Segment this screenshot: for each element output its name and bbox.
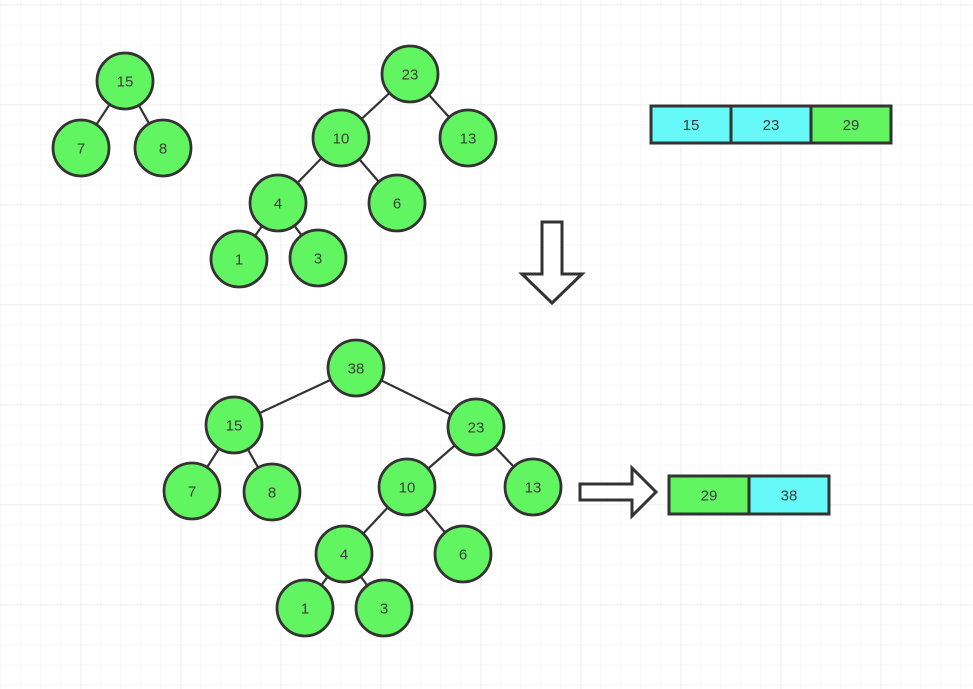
node-circle[interactable]	[242, 462, 302, 522]
node-circle[interactable]	[377, 457, 437, 517]
array-cell-label: 23	[763, 117, 780, 134]
node-label: 4	[340, 547, 348, 564]
node-heap-before-right-1[interactable]: 1	[209, 229, 269, 289]
right-arrow[interactable]	[578, 464, 659, 520]
node-circle[interactable]	[354, 578, 414, 638]
node-heap-before-left-8[interactable]: 8	[133, 118, 193, 178]
node-heap-after-merge-15[interactable]: 15	[204, 395, 264, 455]
node-label: 10	[333, 131, 350, 148]
node-heap-before-right-4[interactable]: 4	[248, 173, 308, 233]
node-heap-after-merge-8[interactable]: 8	[242, 462, 302, 522]
node-heap-after-merge-13[interactable]: 13	[503, 457, 563, 517]
node-circle[interactable]	[51, 118, 111, 178]
node-label: 1	[235, 252, 243, 269]
node-circle[interactable]	[311, 108, 371, 168]
node-label: 3	[314, 251, 322, 268]
array-cell-label: 38	[781, 488, 798, 505]
node-circle[interactable]	[133, 118, 193, 178]
node-circle[interactable]	[204, 395, 264, 455]
node-circle[interactable]	[326, 338, 386, 398]
node-label: 23	[468, 420, 485, 437]
node-circle[interactable]	[433, 524, 493, 584]
node-heap-before-left-15[interactable]: 15	[95, 51, 155, 111]
node-circle[interactable]	[367, 173, 427, 233]
node-circle[interactable]	[446, 397, 506, 457]
node-circle[interactable]	[209, 229, 269, 289]
node-heap-before-right-3[interactable]: 3	[288, 228, 348, 288]
node-heap-after-merge-7[interactable]: 7	[162, 461, 222, 521]
node-label: 4	[274, 196, 282, 213]
node-heap-before-right-10[interactable]: 10	[311, 108, 371, 168]
node-heap-after-merge-4[interactable]: 4	[314, 524, 374, 584]
node-label: 6	[459, 547, 467, 564]
node-label: 15	[117, 74, 134, 91]
node-circle[interactable]	[95, 51, 155, 111]
node-label: 6	[393, 196, 401, 213]
node-circle[interactable]	[248, 173, 308, 233]
node-label: 13	[525, 480, 542, 497]
array-cell-label: 15	[683, 117, 700, 134]
node-circle[interactable]	[503, 457, 563, 517]
node-heap-before-right-23[interactable]: 23	[380, 44, 440, 104]
array-top: 15 23 29	[649, 104, 893, 145]
node-circle[interactable]	[438, 108, 498, 168]
node-heap-before-right-13[interactable]: 13	[438, 108, 498, 168]
array-cell-label: 29	[701, 488, 718, 505]
node-label: 7	[77, 141, 85, 158]
node-label: 10	[399, 480, 416, 497]
node-label: 3	[380, 601, 388, 618]
node-heap-before-left-7[interactable]: 7	[51, 118, 111, 178]
node-label: 38	[348, 361, 365, 378]
array-top-cell-2[interactable]	[809, 104, 893, 145]
node-heap-before-right-6[interactable]: 6	[367, 173, 427, 233]
node-label: 13	[460, 131, 477, 148]
node-label: 8	[268, 485, 276, 502]
array-top-cell-1[interactable]	[729, 104, 813, 145]
node-label: 23	[402, 67, 419, 84]
node-heap-after-merge-38[interactable]: 38	[326, 338, 386, 398]
node-heap-after-merge-1[interactable]: 1	[275, 578, 335, 638]
array-bottom: 29 38	[667, 474, 831, 516]
node-label: 8	[159, 141, 167, 158]
node-circle[interactable]	[162, 461, 222, 521]
node-circle[interactable]	[275, 578, 335, 638]
node-circle[interactable]	[314, 524, 374, 584]
node-label: 7	[188, 484, 196, 501]
node-heap-after-merge-6[interactable]: 6	[433, 524, 493, 584]
node-heap-after-merge-3[interactable]: 3	[354, 578, 414, 638]
node-circle[interactable]	[380, 44, 440, 104]
node-circle[interactable]	[288, 228, 348, 288]
node-label: 15	[226, 418, 243, 435]
array-bottom-cell-1[interactable]	[747, 474, 831, 516]
array-cell-label: 29	[843, 117, 860, 134]
node-heap-after-merge-23[interactable]: 23	[446, 397, 506, 457]
down-arrow[interactable]	[518, 220, 586, 306]
node-label: 1	[301, 601, 309, 618]
node-heap-after-merge-10[interactable]: 10	[377, 457, 437, 517]
